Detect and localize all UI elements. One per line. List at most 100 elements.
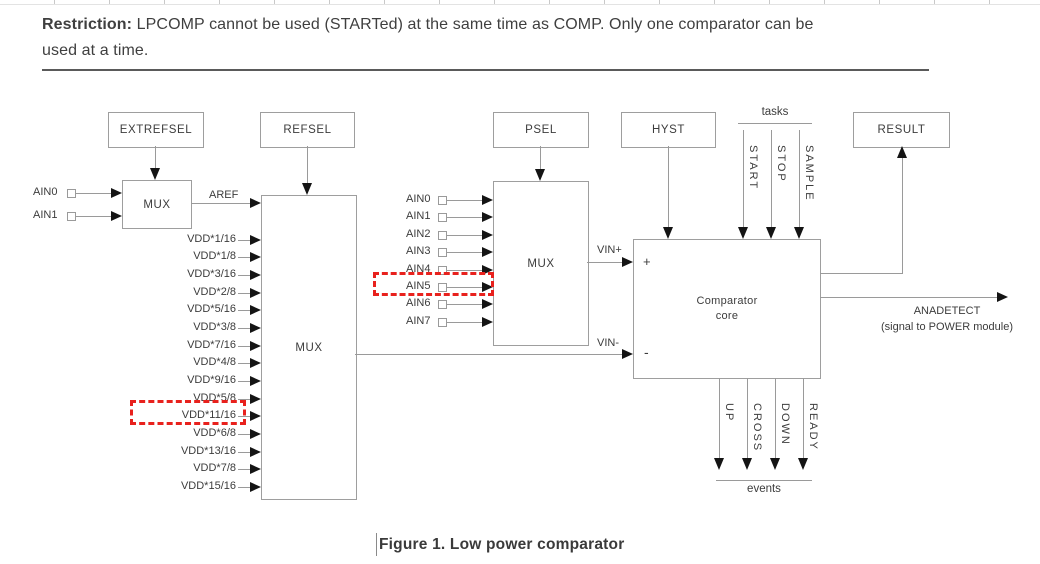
- events-bracket-line: [716, 480, 812, 481]
- result-register-box: RESULT: [853, 112, 950, 148]
- figure-caption: Figure 1. Low power comparator: [379, 536, 625, 553]
- arrowhead-right-icon: [250, 464, 261, 474]
- connector-line: [75, 193, 111, 194]
- arrowhead-right-icon: [250, 376, 261, 386]
- comparator-label-line2: core: [715, 310, 739, 322]
- extrefsel-label: EXTREFSEL: [119, 124, 193, 136]
- highlight-box-vdd-11-16: [130, 400, 246, 425]
- vdd-tap-label: VDD*3/8: [193, 321, 236, 333]
- task-start-label: START: [747, 145, 759, 191]
- psel-input-label: AIN3: [406, 245, 431, 257]
- arrowhead-up-icon: [897, 146, 907, 158]
- arrowhead-down-icon: [302, 183, 312, 195]
- arrowhead-right-icon: [250, 270, 261, 280]
- mux-label: MUX: [143, 198, 171, 211]
- mux-label: MUX: [295, 341, 323, 354]
- arrowhead-right-icon: [250, 305, 261, 315]
- hyst-register-box: HYST: [621, 112, 716, 148]
- connector-line: [446, 322, 482, 323]
- refsel-connector: [307, 146, 308, 184]
- anadetect-signal-name: ANADETECT: [913, 305, 981, 317]
- arrowhead-right-icon: [482, 282, 493, 292]
- hyst-label: HYST: [651, 124, 686, 136]
- arrowhead-right-icon: [482, 317, 493, 327]
- connector-line: [446, 304, 482, 305]
- connector-line: [238, 399, 250, 400]
- connector-line: [238, 381, 250, 382]
- psel-connector: [540, 146, 541, 170]
- ain-input-label: AIN0: [33, 186, 58, 198]
- comparator-core-label: Comparator core: [634, 294, 820, 324]
- vdd-tap-label: VDD*15/16: [180, 480, 236, 492]
- arrowhead-right-icon: [250, 411, 261, 421]
- psel-input-label: AIN1: [406, 210, 431, 222]
- arrowhead-right-icon: [250, 429, 261, 439]
- task-stop-line: [771, 130, 772, 228]
- vdd-tap-label: VDD*2/8: [193, 286, 236, 298]
- arrowhead-right-icon: [250, 198, 261, 208]
- arrowhead-right-icon: [111, 188, 122, 198]
- arrowhead-down-icon: [770, 458, 780, 470]
- connector-line: [238, 487, 250, 488]
- restriction-text-line2: used at a time.: [42, 42, 149, 59]
- arrowhead-down-icon: [714, 458, 724, 470]
- result-link-vertical: [902, 156, 903, 273]
- psel-input-label: AIN7: [406, 315, 431, 327]
- extrefsel-connector: [155, 146, 156, 169]
- vdd-tap-label: VDD*4/8: [193, 356, 236, 368]
- plus-input-label: +: [643, 254, 652, 269]
- connector-line: [238, 328, 250, 329]
- arrowhead-right-icon: [250, 235, 261, 245]
- arrowhead-right-icon: [482, 247, 493, 257]
- arrowhead-down-icon: [150, 168, 160, 180]
- restriction-text-line1: LPCOMP cannot be used (STARTed) at the s…: [132, 16, 814, 33]
- table-border-ticks: [0, 0, 1040, 5]
- arrowhead-right-icon: [250, 341, 261, 351]
- aref-line: [191, 203, 250, 204]
- vdd-tap-label: VDD*5/16: [187, 303, 236, 315]
- anadetect-signal-sub: (signal to POWER module): [880, 321, 1014, 333]
- connector-line: [238, 434, 250, 435]
- event-up-label: UP: [723, 403, 735, 423]
- psel-label: PSEL: [525, 124, 557, 136]
- vin-plus-line: [587, 262, 622, 263]
- comparator-label-line1: Comparator: [696, 295, 758, 307]
- events-group-label: events: [747, 483, 781, 495]
- connector-line: [238, 293, 250, 294]
- vdd-tap-label: VDD*1/8: [193, 250, 236, 262]
- event-down-label: DOWN: [779, 403, 791, 446]
- connector-line: [238, 363, 250, 364]
- arrowhead-right-icon: [250, 447, 261, 457]
- task-start-line: [743, 130, 744, 228]
- arrowhead-right-icon: [111, 211, 122, 221]
- connector-line: [238, 452, 250, 453]
- comparator-core-inner: + Comparator core -: [634, 240, 820, 378]
- psel-mux-box: MUX: [493, 181, 589, 346]
- vdd-tap-label: VDD*3/16: [187, 268, 236, 280]
- event-cross-label: CROSS: [751, 403, 763, 453]
- tasks-group-label: tasks: [761, 106, 789, 118]
- vdd-tap-label: VDD*1/16: [187, 233, 236, 245]
- connector-line: [238, 275, 250, 276]
- ain-input-label: AIN1: [33, 209, 58, 221]
- arrowhead-right-icon: [622, 349, 633, 359]
- arrowhead-right-icon: [250, 323, 261, 333]
- text-cursor: [376, 533, 377, 556]
- vdd-tap-label: VDD*11/16: [181, 409, 236, 421]
- arrowhead-right-icon: [250, 252, 261, 262]
- vin-plus-label: VIN+: [597, 244, 622, 256]
- refsel-mux-box: MUX: [261, 195, 357, 500]
- connector-line: [238, 469, 250, 470]
- tasks-bracket-line: [738, 123, 812, 124]
- event-ready-label: READY: [807, 403, 819, 451]
- restriction-label: Restriction:: [42, 16, 133, 33]
- task-sample-line: [799, 130, 800, 228]
- psel-register-box: PSEL: [493, 112, 589, 148]
- connector-line: [238, 240, 250, 241]
- event-ready-line: [803, 378, 804, 459]
- connector-line: [238, 310, 250, 311]
- connector-line: [446, 200, 482, 201]
- hyst-connector: [668, 146, 669, 228]
- vdd-tap-label: VDD*7/16: [187, 339, 236, 351]
